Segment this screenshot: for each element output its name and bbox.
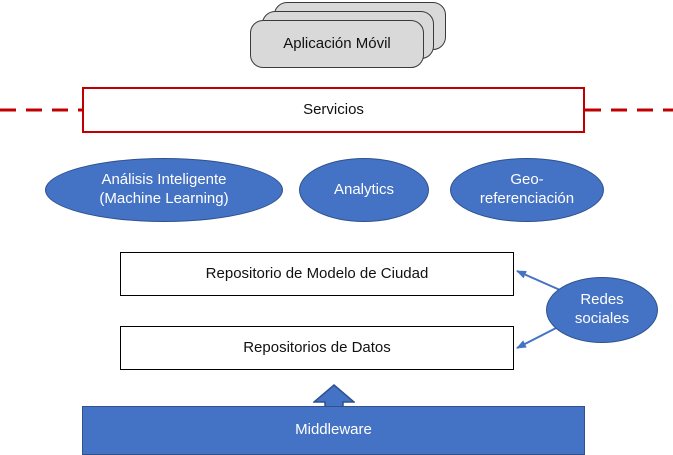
app-title: Aplicación Móvil	[283, 34, 391, 52]
arrow-to-data-repo	[516, 325, 561, 349]
up-arrow	[313, 384, 355, 408]
ml-ellipse: Análisis Inteligente (Machine Learning)	[45, 158, 283, 222]
city-model-repo-box: Repositorio de Modelo de Ciudad	[120, 252, 514, 296]
middleware-label: Middleware	[295, 421, 372, 439]
social-networks-ellipse: Redes sociales	[546, 277, 658, 343]
middleware-box: Middleware	[82, 406, 585, 455]
analytics-label: Analytics	[333, 180, 395, 198]
social-label-line2: sociales	[574, 310, 630, 327]
services-label: Servicios	[303, 100, 364, 118]
geo-label-line2: referenciación	[479, 190, 575, 207]
arrow-to-city-model	[516, 270, 561, 291]
geo-label-line1: Geo-	[510, 171, 544, 189]
city-model-repo-label: Repositorio de Modelo de Ciudad	[205, 264, 429, 282]
services-box: Servicios	[82, 87, 585, 133]
ml-label-line1: Análisis Inteligente	[101, 171, 227, 189]
social-label-line1: Redes	[580, 291, 624, 309]
geo-ellipse: Geo- referenciación	[450, 158, 604, 222]
app-card-front: Aplicación Móvil	[250, 20, 424, 68]
data-repo-box: Repositorios de Datos	[120, 326, 514, 370]
data-repo-label: Repositorios de Datos	[243, 338, 391, 356]
analytics-ellipse: Analytics	[299, 158, 429, 222]
ml-label-line2: (Machine Learning)	[99, 190, 229, 207]
